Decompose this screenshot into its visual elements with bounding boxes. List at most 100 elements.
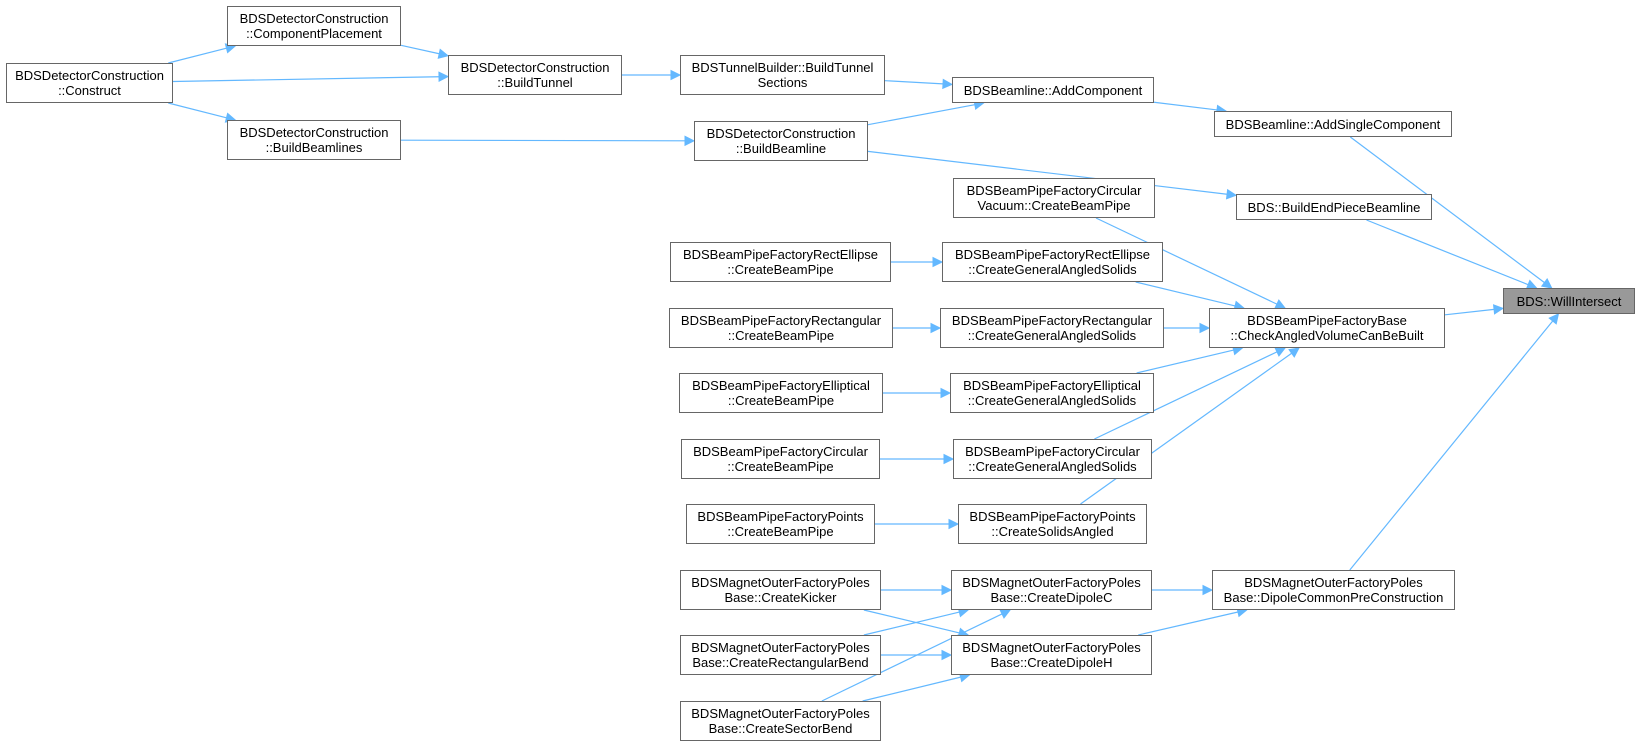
node-line: BDSBeamPipeFactoryElliptical [692, 378, 870, 393]
edge-arrowhead [1540, 278, 1553, 289]
node-line: Base::CreateRectangularBend [692, 655, 869, 670]
node-add-component[interactable]: BDSBeamline::AddComponent [952, 77, 1154, 103]
node-line: ::CreateBeamPipe [727, 262, 834, 277]
node-line: ::Construct [58, 83, 121, 98]
node-line: BDSBeamPipeFactoryRectangular [680, 313, 882, 328]
node-create-sector-bend[interactable]: BDSMagnetOuterFactoryPoles Base::CreateS… [680, 701, 881, 741]
edge-arrowhead [943, 453, 955, 465]
node-line: BDSBeamPipeFactoryRectangular [951, 313, 1153, 328]
edge-check_angled-to-will_intersect [1444, 308, 1495, 316]
node-elliptical-create-solids[interactable]: BDSBeamPipeFactoryElliptical ::CreateGen… [950, 373, 1154, 413]
node-line: ::CheckAngledVolumeCanBeBuilt [1230, 328, 1424, 343]
edge-component_placement-to-build_tunnel [400, 44, 440, 55]
node-points-create-solids-angled[interactable]: BDSBeamPipeFactoryPoints ::CreateSolidsA… [958, 504, 1147, 544]
node-line: BDSBeamPipeFactoryElliptical [963, 378, 1141, 393]
edge-arrowhead [1202, 584, 1214, 596]
node-component-placement[interactable]: BDSDetectorConstruction ::ComponentPlace… [227, 6, 401, 46]
node-line: Base::DipoleCommonPreConstruction [1223, 590, 1444, 605]
node-circular-vacuum-create-beampipe[interactable]: BDSBeamPipeFactoryCircular Vacuum::Creat… [953, 178, 1155, 218]
node-will-intersect[interactable]: BDS::WillIntersect [1503, 288, 1635, 314]
edge-build_beamline-to-build_end_piece [867, 150, 1228, 195]
node-line: ::CreateGeneralAngledSolids [968, 262, 1137, 277]
node-build-tunnel[interactable]: BDSDetectorConstruction ::BuildTunnel [448, 55, 622, 95]
edge-construct-to-component_placement [168, 47, 227, 64]
node-elliptical-create-beampipe[interactable]: BDSBeamPipeFactoryElliptical ::CreateBea… [679, 373, 883, 413]
edge-arrowhead [1274, 299, 1287, 309]
node-create-rectangular-bend[interactable]: BDSMagnetOuterFactoryPoles Base::CreateR… [680, 635, 881, 675]
edge-arrowhead [438, 71, 450, 83]
edge-arrowhead [942, 78, 954, 90]
edge-arrowhead [1548, 313, 1560, 325]
node-line: ::CreateBeamPipe [727, 459, 834, 474]
node-line: ::BuildBeamlines [265, 140, 363, 155]
edge-arrowhead [930, 322, 942, 334]
node-create-kicker[interactable]: BDSMagnetOuterFactoryPoles Base::CreateK… [680, 570, 881, 610]
node-line: BDS::BuildEndPieceBeamline [1247, 199, 1421, 215]
node-line: ::CreateBeamPipe [727, 393, 835, 408]
node-line: ::CreateGeneralAngledSolids [967, 328, 1137, 343]
edge-sector_bend-to-dipole_h [862, 676, 961, 702]
edge-arrowhead [932, 256, 944, 268]
node-line: BDSBeamPipeFactoryCircular [965, 444, 1140, 459]
edge-add_single_component-to-will_intersect [1349, 136, 1545, 284]
edge-arrowhead [437, 48, 450, 59]
edge-arrowhead [999, 609, 1012, 619]
node-line: BDSDetectorConstruction [706, 126, 856, 141]
node-line: Vacuum::CreateBeamPipe [977, 198, 1131, 213]
node-line: BDSBeamPipeFactoryRectEllipse [682, 247, 879, 262]
node-line: ::CreateGeneralAngledSolids [967, 393, 1137, 408]
edge-rectellipse_solids-to-check_angled [1135, 281, 1236, 307]
node-line: BDSBeamline::AddSingleComponent [1225, 116, 1441, 132]
node-line: ::CreateBeamPipe [727, 328, 835, 343]
node-create-dipole-c[interactable]: BDSMagnetOuterFactoryPoles Base::CreateD… [951, 570, 1152, 610]
node-line: ::CreateBeamPipe [727, 524, 834, 539]
edge-arrowhead [1274, 347, 1287, 357]
node-line: BDSMagnetOuterFactoryPoles [691, 640, 870, 655]
node-check-angled-volume[interactable]: BDSBeamPipeFactoryBase ::CheckAngledVolu… [1209, 308, 1445, 348]
node-line: ::CreateSolidsAngled [991, 524, 1114, 539]
node-rectangular-create-beampipe[interactable]: BDSBeamPipeFactoryRectangular ::CreateBe… [669, 308, 893, 348]
node-circular-create-solids[interactable]: BDSBeamPipeFactoryCircular ::CreateGener… [953, 439, 1152, 479]
node-line: BDS::WillIntersect [1516, 293, 1622, 309]
node-add-single-component[interactable]: BDSBeamline::AddSingleComponent [1214, 111, 1452, 137]
node-line: BDSBeamline::AddComponent [963, 82, 1143, 98]
edge-dipole_common-to-will_intersect [1349, 320, 1554, 571]
node-build-beamlines[interactable]: BDSDetectorConstruction ::BuildBeamlines [227, 120, 401, 160]
node-build-end-piece-beamline[interactable]: BDS::BuildEndPieceBeamline [1236, 194, 1432, 220]
edge-add_component-to-add_single_component [1153, 101, 1218, 111]
node-line: BDSMagnetOuterFactoryPoles [691, 575, 870, 590]
node-circular-create-beampipe[interactable]: BDSBeamPipeFactoryCircular ::CreateBeamP… [681, 439, 880, 479]
edge-build_beamline-to-add_component [867, 104, 975, 126]
node-dipole-common-pre-construction[interactable]: BDSMagnetOuterFactoryPoles Base::DipoleC… [1212, 570, 1455, 610]
node-build-beamline[interactable]: BDSDetectorConstruction ::BuildBeamline [694, 121, 868, 161]
edge-arrowhead [1199, 322, 1211, 334]
node-line: BDSMagnetOuterFactoryPoles [962, 575, 1141, 590]
edge-sector_bend-to-dipole_c [821, 613, 1003, 702]
node-line: BDSDetectorConstruction [15, 68, 164, 83]
node-line: Sections [757, 75, 808, 90]
node-line: BDSBeamPipeFactoryCircular [693, 444, 868, 459]
node-points-create-beampipe[interactable]: BDSBeamPipeFactoryPoints ::CreateBeamPip… [686, 504, 875, 544]
node-create-dipole-h[interactable]: BDSMagnetOuterFactoryPoles Base::CreateD… [951, 635, 1152, 675]
node-tunnel-sections[interactable]: BDSTunnelBuilder::BuildTunnel Sections [680, 55, 885, 95]
node-rectangular-create-solids[interactable]: BDSBeamPipeFactoryRectangular ::CreateGe… [940, 308, 1164, 348]
node-construct[interactable]: BDSDetectorConstruction ::Construct [6, 63, 173, 103]
node-line: Base::CreateDipoleC [990, 590, 1113, 605]
edge-arrowhead [1288, 347, 1300, 358]
node-rectellipse-create-beampipe[interactable]: BDSBeamPipeFactoryRectEllipse ::CreateBe… [670, 242, 891, 282]
node-line: BDSDetectorConstruction [460, 60, 610, 75]
edge-construct-to-build_beamlines [168, 102, 227, 119]
node-rectellipse-create-solids[interactable]: BDSBeamPipeFactoryRectEllipse ::CreateGe… [942, 242, 1163, 282]
node-line: BDSTunnelBuilder::BuildTunnel [691, 60, 874, 75]
node-line: BDSDetectorConstruction [239, 125, 389, 140]
node-line: BDSMagnetOuterFactoryPoles [691, 706, 870, 721]
edge-dipole_h-to-dipole_common [1138, 611, 1239, 636]
edge-circ_solids-to-check_angled [1094, 351, 1278, 440]
node-line: ::BuildBeamline [735, 141, 827, 156]
node-line: ::CreateGeneralAngledSolids [968, 459, 1137, 474]
node-line: BDSBeamPipeFactoryCircular [966, 183, 1142, 198]
edge-kicker-to-dipole_h [863, 609, 960, 634]
edge-arrowhead [941, 584, 953, 596]
edge-ell_solids-to-check_angled [1136, 349, 1234, 374]
